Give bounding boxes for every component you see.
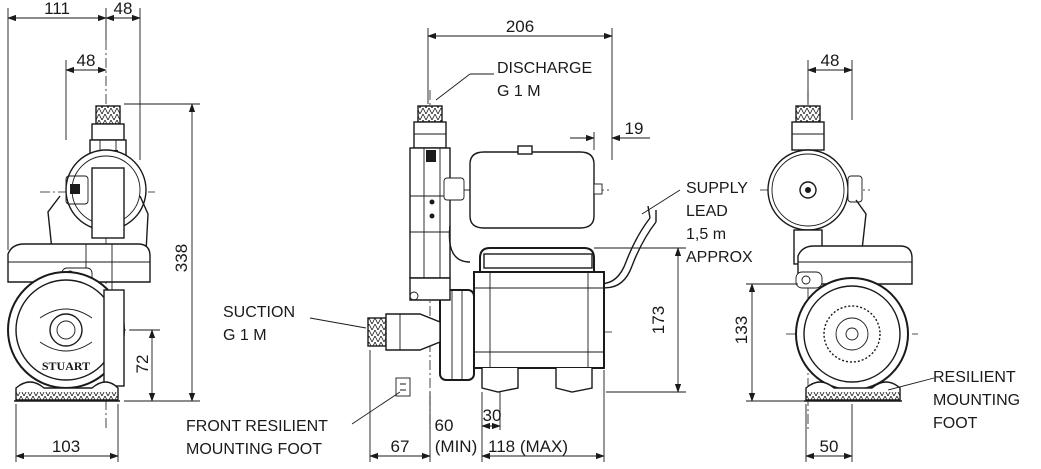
label-suction-line2: G 1 M: [223, 327, 267, 344]
label-suction-line1: SUCTION: [223, 304, 295, 321]
dim-left-offset-top: 48: [114, 0, 133, 18]
dim-min-offset: 60: [435, 416, 454, 435]
dim-base-width-left: 103: [52, 437, 80, 456]
dim-width-top-middle: 206: [506, 17, 534, 36]
label-resilient-line1: RESILIENT: [933, 369, 1016, 386]
dim-left-width-top: 111: [44, 0, 70, 18]
label-discharge-line1: DISCHARGE: [497, 60, 592, 77]
label-supply-line3: 1,5 m: [686, 226, 726, 243]
label-discharge-line2: G 1 M: [497, 83, 541, 100]
label-resilient-line3: FOOT: [933, 415, 978, 432]
dim-min-label: (MIN): [435, 437, 477, 456]
dim-left-inner: 48: [77, 51, 96, 70]
label-resilient-line2: MOUNTING: [933, 392, 1020, 409]
dim-foot-gap: 30: [483, 406, 502, 425]
label-front-foot-line1: FRONT RESILIENT: [186, 418, 328, 435]
middle-view: 206 19 173 67 30 118 (MAX) 60 (MIN): [309, 17, 686, 462]
dim-max-offset: 118 (MAX): [488, 437, 568, 456]
dim-tank-offset: 19: [625, 119, 644, 138]
right-view: 48 133 50: [732, 51, 935, 462]
dim-right-width-top: 48: [821, 51, 840, 70]
left-view: STUART 111 48 48 338 72 103: [7, 0, 200, 462]
dim-foot-width-right: 50: [820, 437, 839, 456]
brand-logo-text: STUART: [42, 359, 90, 373]
label-supply-line4: APPROX: [686, 249, 753, 266]
label-supply-line1: SUPPLY: [686, 180, 748, 197]
label-front-foot-line2: MOUNTING FOOT: [186, 441, 322, 458]
dim-suction-offset: 67: [391, 437, 410, 456]
dim-height-overall: 338: [172, 244, 191, 272]
dim-foot-height-left: 72: [133, 355, 152, 374]
label-supply-line2: LEAD: [686, 203, 728, 220]
dim-motor-height: 173: [649, 306, 668, 334]
dim-motor-height-right: 133: [732, 316, 751, 344]
